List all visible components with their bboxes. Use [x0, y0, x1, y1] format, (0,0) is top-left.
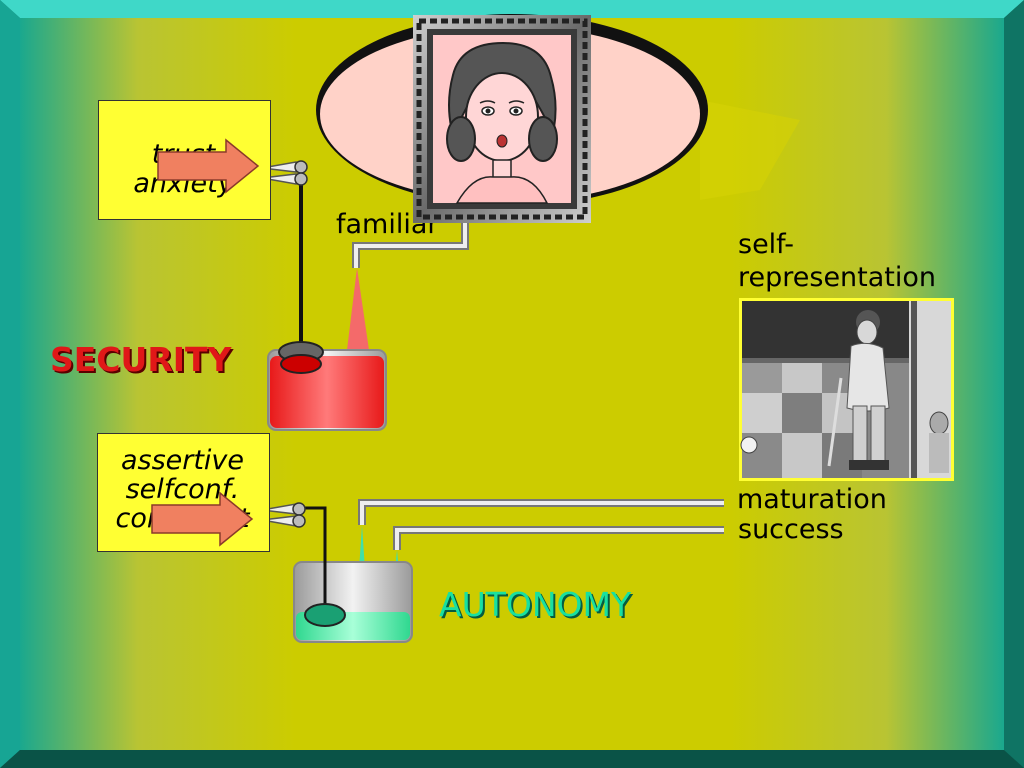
autonomy-label: AUTONOMY: [439, 585, 632, 624]
framed-portrait-icon: [413, 15, 591, 223]
maturation-label: maturation: [737, 484, 887, 515]
child-photo-icon: [739, 298, 954, 481]
self-representation-line: representation: [738, 262, 937, 293]
self-representation-label: self- representation: [738, 228, 936, 294]
security-label: SECURITY: [50, 340, 232, 379]
security-box-line: anxiety: [133, 168, 234, 199]
autonomy-box-line: compliant: [115, 503, 250, 534]
success-label: success: [738, 514, 844, 545]
autonomy-box-line: assertive: [120, 445, 245, 476]
security-box-text: trust anxiety: [98, 140, 269, 198]
self-representation-line: self-: [738, 229, 794, 260]
autonomy-box-text: assertive selfconf. compliant: [97, 446, 268, 533]
security-box-line: trust: [151, 139, 216, 170]
autonomy-box-line: selfconf.: [125, 474, 240, 505]
